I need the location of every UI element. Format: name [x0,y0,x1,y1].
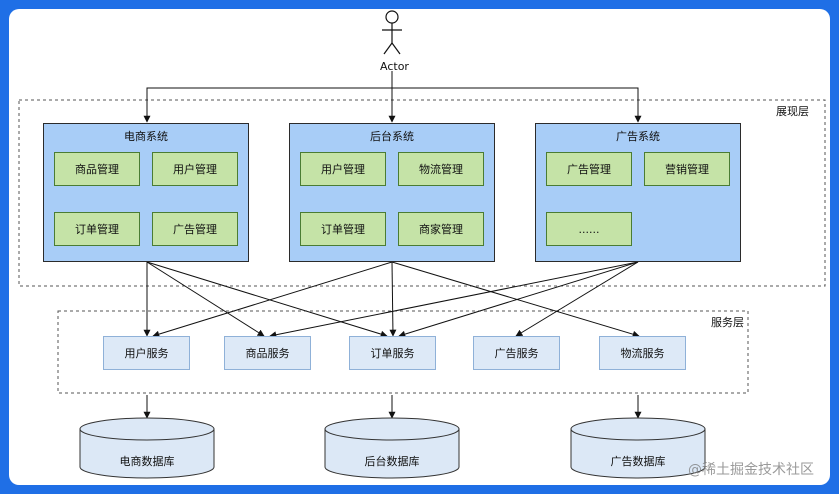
service-product: 商品服务 [224,336,311,370]
actor-to-ads-edge [392,87,642,123]
edge-ecommerce-order-service [146,261,388,338]
module-order-management: 订单管理 [300,212,386,246]
ecommerce-database-label: 电商数据库 [119,455,175,468]
backend-system-panel: 后台系统 用户管理 物流管理 订单管理 商家管理 [289,123,495,262]
actor-to-ecommerce-edge [143,87,392,123]
service-ad: 广告服务 [473,336,560,370]
module-ellipsis: ...... [546,212,632,246]
presentation-layer-label: 展现层 [776,105,809,118]
edge-ecommerce-product-service [146,261,265,337]
edge-backend-logistics-service [391,261,640,338]
ads-database-cylinder [570,417,706,479]
service-logistics: 物流服务 [599,336,686,370]
edge-backend-user-service [152,261,393,338]
diagram-connectors [18,10,826,479]
ads-system-panel: 广告系统 广告管理 营销管理 ...... [535,123,741,262]
module-product-management: 商品管理 [54,152,140,186]
ecommerce-database-cylinder [79,417,215,479]
module-user-management: 用户管理 [152,152,238,186]
service-layer-label: 服务层 [711,316,744,329]
service-layer-container [57,310,749,394]
service-user: 用户服务 [103,336,190,370]
ads-system-title: 广告系统 [616,130,660,143]
edge-ads-order-service [398,261,639,338]
ads-database-label: 广告数据库 [610,455,666,468]
edge-ads-ad-service [515,261,639,337]
presentation-layer-container [18,99,826,287]
diagram-canvas: Actor 展现层 服务层 电商系统 商品管理 用户管理 订单管理 广告管理 后… [9,9,830,485]
backend-database-cylinder [324,417,460,479]
module-logistics-management: 物流管理 [398,152,484,186]
watermark: @稀土掘金技术社区 [688,462,814,478]
module-marketing-management: 营销管理 [644,152,730,186]
module-ad-management: 广告管理 [152,212,238,246]
module-user-management: 用户管理 [300,152,386,186]
edge-ads-product-service [269,261,639,339]
edge-backend-order-service [389,261,397,337]
ecommerce-system-panel: 电商系统 商品管理 用户管理 订单管理 广告管理 [43,123,249,262]
actor-icon [382,10,402,55]
module-ad-management: 广告管理 [546,152,632,186]
backend-system-title: 后台系统 [370,130,414,143]
module-order-management: 订单管理 [54,212,140,246]
backend-database-label: 后台数据库 [364,455,420,468]
actor-label: Actor [380,60,409,73]
ecommerce-system-title: 电商系统 [124,130,168,143]
service-order: 订单服务 [349,336,436,370]
module-merchant-management: 商家管理 [398,212,484,246]
